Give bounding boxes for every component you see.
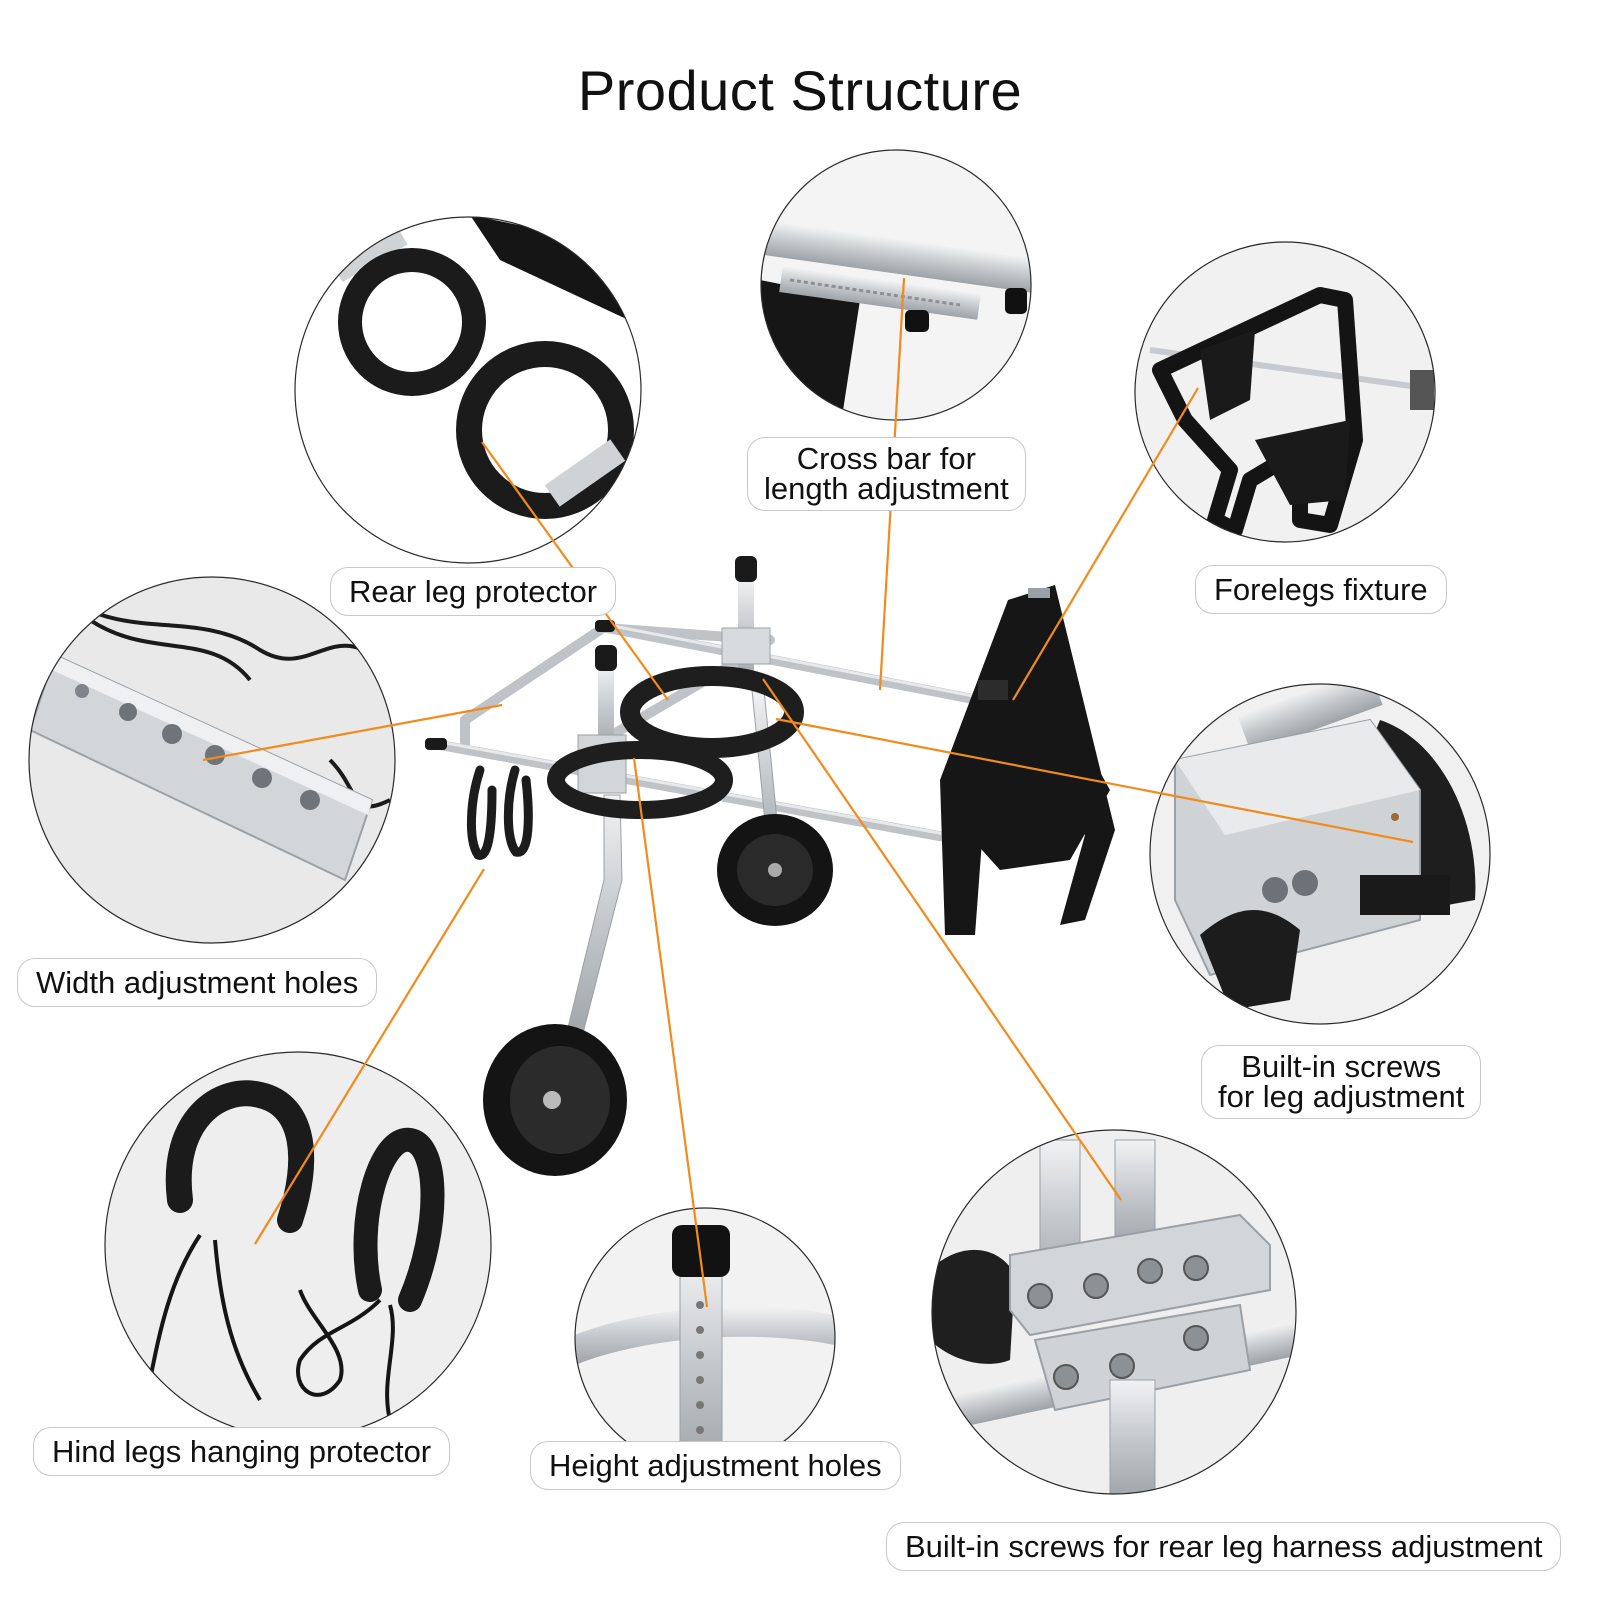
callout-rear-leg-protector-image xyxy=(294,216,642,564)
label-leg-screws-line1: Built-in screws xyxy=(1241,1049,1442,1084)
label-leg-screws-line2: for leg adjustment xyxy=(1218,1079,1465,1114)
dog-wheelchair xyxy=(425,556,1115,1176)
leader-line-leg-screws xyxy=(775,717,1414,844)
label-height-adjustment-holes: Height adjustment holes xyxy=(530,1441,901,1490)
label-width-adjustment-holes: Width adjustment holes xyxy=(17,958,378,1007)
leader-line-rear-harness-screws xyxy=(762,678,1122,1201)
callout-cross-bar-image xyxy=(760,149,1032,421)
page-title: Product Structure xyxy=(577,59,1023,122)
label-rear-harness-screws: Built-in screws for rear leg harness adj… xyxy=(886,1522,1562,1571)
label-forelegs-fixture: Forelegs fixture xyxy=(1195,565,1447,614)
label-cross-bar: Cross bar for length adjustment xyxy=(747,437,1026,511)
label-cross-bar-line2: length adjustment xyxy=(764,471,1009,506)
callout-hind-legs-protector-image xyxy=(104,1051,492,1439)
callout-width-adjustment-holes-image xyxy=(28,576,396,944)
callout-height-adjustment-holes-image xyxy=(574,1207,836,1469)
label-rear-leg-protector: Rear leg protector xyxy=(330,567,617,616)
callout-rear-harness-screws-image xyxy=(931,1129,1297,1495)
leader-lines xyxy=(202,277,1414,1308)
label-cross-bar-line1: Cross bar for xyxy=(796,441,976,476)
label-leg-screws: Built-in screws for leg adjustment xyxy=(1201,1045,1482,1119)
leader-line-height-holes xyxy=(632,757,709,1308)
callout-leg-screws-image xyxy=(1149,683,1491,1025)
leader-line-forelegs-fixture xyxy=(1012,387,1199,701)
callout-forelegs-fixture-image xyxy=(1134,241,1436,543)
leader-line-hind-legs-protector xyxy=(254,868,485,1245)
leader-line-width-holes xyxy=(202,703,503,762)
label-hind-legs-hanging-protector: Hind legs hanging protector xyxy=(33,1427,451,1476)
